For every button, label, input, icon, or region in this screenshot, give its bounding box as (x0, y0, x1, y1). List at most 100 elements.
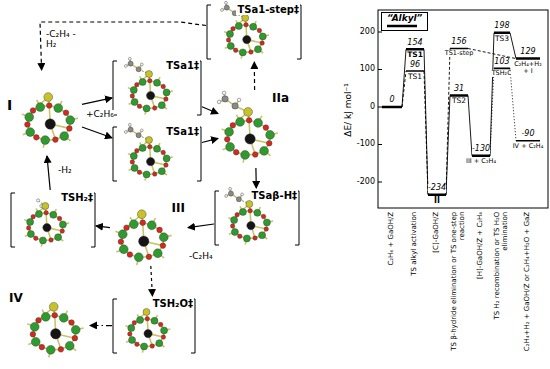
silicon-atom (55, 234, 62, 241)
silicon-atom (134, 253, 143, 262)
structure-label: III (171, 202, 186, 215)
oxygen-atom (233, 149, 239, 155)
oxygen-atom (235, 213, 239, 217)
silicon-atom (266, 131, 275, 140)
oxygen-atom (44, 210, 48, 214)
chart-label: -90 (521, 130, 534, 139)
silicon-atom (35, 210, 42, 217)
molecule (27, 302, 83, 357)
oxygen-atom (49, 238, 53, 242)
legend-box: “Alkyl” (381, 12, 428, 31)
oxygen-atom (26, 226, 30, 230)
oxygen-atom (164, 163, 168, 167)
chart-label: 31 (454, 85, 464, 94)
structure-label: TSa1‡ (165, 126, 200, 137)
silicon-atom (143, 171, 150, 178)
silicon-atom (41, 136, 50, 145)
oxygen-atom (164, 97, 168, 101)
carbon-atom (136, 67, 141, 72)
carbon-atom (222, 96, 228, 102)
silicon-atom (241, 151, 250, 160)
axis-label: [H]-GaOH/Z + C₂H₄ (477, 212, 485, 352)
axis-label: TS H₂ recombination or TS H₂O eliminatio… (494, 212, 509, 352)
reaction-arrow (40, 22, 206, 70)
silicon-atom (131, 98, 138, 105)
molecule (22, 93, 78, 148)
silicon-atom (235, 22, 242, 29)
silicon-atom (243, 235, 250, 242)
structure-node: TSa1‡ (112, 58, 202, 118)
chart-label: 100 (360, 65, 375, 74)
silicon-atom (59, 313, 68, 322)
edge-label: -C₂H₄ -H₂ (46, 30, 82, 50)
aluminium-atom (243, 35, 251, 43)
silicon-atom (137, 316, 144, 323)
carbon-atom (136, 133, 141, 138)
silicon-atom (31, 337, 40, 346)
silicon-atom (250, 23, 257, 30)
chart-label: 154 (407, 39, 422, 48)
carbon-atom (128, 127, 133, 132)
carbon-atom (224, 5, 229, 10)
gallium-atom (44, 93, 53, 102)
structure-node: TSaβ-H‡ (214, 188, 300, 248)
gallium-atom (244, 108, 253, 117)
carbon-atom (128, 61, 133, 66)
oxygen-atom (161, 84, 165, 88)
oxygen-atom (52, 312, 58, 318)
chart-label: 200 (360, 28, 375, 37)
oxygen-atom (226, 38, 230, 42)
molecule (24, 199, 69, 247)
silicon-atom (161, 327, 168, 334)
structure-label: IV (8, 292, 24, 305)
aluminium-atom (144, 329, 152, 337)
oxygen-atom (249, 50, 253, 54)
oxygen-atom (253, 236, 257, 240)
aluminium-atom (245, 134, 255, 144)
hydrogen-atom (225, 195, 228, 198)
oxygen-atom (137, 104, 141, 108)
silicon-atom (59, 221, 66, 228)
structure-node: IV (6, 290, 90, 360)
reaction-arrow (82, 127, 112, 138)
oxygen-atom (244, 22, 248, 26)
structure-node: TSH₂O‡ (112, 296, 196, 356)
silicon-atom (39, 237, 46, 244)
silicon-atom (129, 220, 138, 229)
oxygen-atom (150, 344, 154, 348)
oxygen-atom (140, 220, 146, 226)
chart-label: TS1 (408, 73, 422, 81)
gallium-atom (137, 210, 146, 219)
silicon-atom (66, 116, 75, 125)
oxygen-atom (57, 216, 61, 220)
ts-bracket (11, 193, 15, 247)
gallium-atom (143, 308, 150, 315)
hydrogen-atom (217, 100, 221, 104)
ts-bracket (113, 127, 117, 181)
oxygen-atom (36, 317, 42, 323)
oxygen-atom (158, 322, 162, 326)
structure-node: TSH₂‡ (10, 190, 96, 250)
silicon-atom (141, 343, 148, 350)
chart-label: III + C₂H₄ (466, 158, 496, 165)
chart-label: 156 (451, 38, 466, 47)
ts-bracket (113, 299, 117, 353)
molecule (217, 91, 278, 163)
silicon-atom (131, 164, 138, 171)
gallium-atom (49, 302, 58, 311)
hydrogen-atom (140, 63, 143, 66)
hydrogen-atom (128, 123, 131, 126)
reaction-arrow (254, 62, 256, 90)
reaction-arrow (82, 98, 112, 105)
hydrogen-atom (237, 98, 241, 102)
energy-levels (382, 33, 540, 195)
reaction-arrow (255, 168, 257, 188)
oxygen-atom (60, 229, 64, 233)
reaction-arrow (202, 107, 218, 114)
silicon-atom (231, 228, 238, 235)
silicon-atom (158, 168, 165, 175)
oxygen-atom (161, 335, 165, 339)
oxygen-atom (260, 41, 264, 45)
silicon-atom (239, 49, 246, 56)
silicon-atom (239, 208, 246, 215)
